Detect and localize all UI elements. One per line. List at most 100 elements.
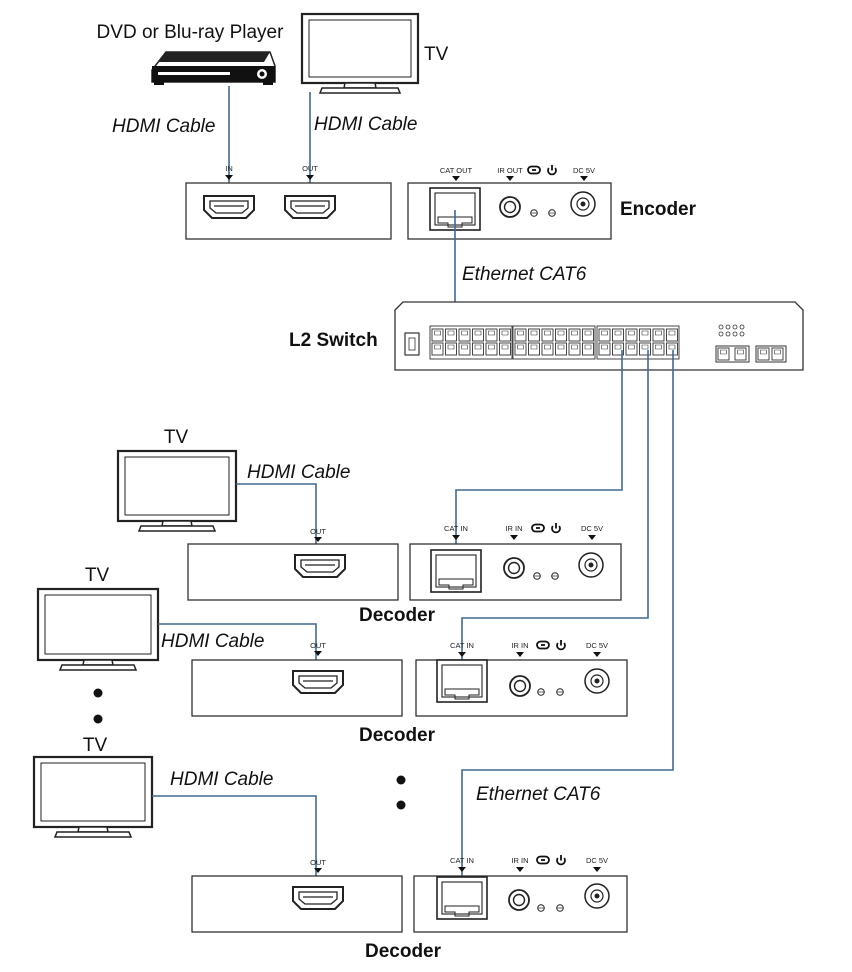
encoder-label: Encoder xyxy=(620,199,697,220)
switch-port xyxy=(499,328,511,342)
switch-port xyxy=(499,342,511,356)
dc-jack xyxy=(584,668,610,694)
decoder-hdmi-panel: OUT xyxy=(187,527,399,601)
switch-port xyxy=(528,342,540,356)
switch-port xyxy=(639,342,651,356)
switch-port xyxy=(445,328,457,342)
port-label-dc: DC 5V xyxy=(586,856,608,865)
ethernet-label: Ethernet CAT6 xyxy=(462,264,587,285)
hdmi-out-port xyxy=(292,670,344,694)
dvd-player-icon xyxy=(151,51,276,85)
ethernet-cable xyxy=(461,350,674,902)
link-icon xyxy=(536,640,550,650)
switch-port-group xyxy=(429,325,513,360)
port-label-dc: DC 5V xyxy=(573,166,595,175)
port-label-cat-in: CAT IN xyxy=(450,641,474,650)
switch-port xyxy=(555,328,567,342)
switch-port xyxy=(458,342,471,356)
switch-port xyxy=(431,328,444,342)
decoder-hdmi-panel: OUT xyxy=(191,641,403,717)
ethernet-cable xyxy=(461,350,649,682)
switch-port xyxy=(612,328,624,342)
hdmi-cable xyxy=(236,483,317,560)
switch-port-group xyxy=(596,325,680,360)
ethernet-label: Ethernet CAT6 xyxy=(476,784,601,805)
switch-port-group xyxy=(512,325,596,360)
dc-jack xyxy=(584,883,610,909)
port-label-cat-out: CAT OUT xyxy=(440,166,473,175)
port-label-ir-in: IR IN xyxy=(505,524,522,533)
led-indicator xyxy=(537,904,545,912)
switch-label: L2 Switch xyxy=(289,330,378,351)
dc-jack xyxy=(578,552,604,578)
power-icon xyxy=(547,164,557,176)
port-label-cat-in: CAT IN xyxy=(450,856,474,865)
port-label-out: OUT xyxy=(310,858,326,867)
switch-port xyxy=(582,342,594,356)
port-label-dc: DC 5V xyxy=(581,524,603,533)
switch-port xyxy=(431,342,444,356)
hdmi-cable-label: HDMI Cable xyxy=(161,631,264,652)
port-label-ir-in: IR IN xyxy=(511,856,528,865)
switch-port xyxy=(568,328,581,342)
tv-icon xyxy=(36,587,160,671)
l2-switch xyxy=(394,301,804,371)
port-label-cat-in: CAT IN xyxy=(444,524,468,533)
decoder-cat-panel: CAT IN IR IN DC 5V xyxy=(413,854,628,933)
power-icon xyxy=(556,639,566,651)
hdmi-cable xyxy=(152,795,317,895)
switch-port xyxy=(598,328,611,342)
switch-port xyxy=(445,342,457,356)
ir-in-jack xyxy=(508,889,530,911)
tv-icon xyxy=(300,12,420,94)
tv-label: TV xyxy=(164,427,189,448)
switch-port xyxy=(485,328,498,342)
switch-port xyxy=(514,328,527,342)
decoder-cat-panel: CAT IN IR IN DC 5V xyxy=(409,522,622,601)
port-label-ir-out: IR OUT xyxy=(497,166,523,175)
switch-port xyxy=(528,328,540,342)
switch-port xyxy=(598,342,611,356)
decoder-cat-panel: CAT IN IR IN DC 5V xyxy=(415,639,628,717)
switch-port xyxy=(485,342,498,356)
led-indicator xyxy=(530,209,538,217)
ellipsis-dots xyxy=(93,688,406,810)
tv-label: TV xyxy=(83,735,108,756)
port-label-out: OUT xyxy=(310,641,326,650)
switch-port xyxy=(541,328,554,342)
switch-port xyxy=(458,328,471,342)
tv-label: TV xyxy=(424,44,449,65)
switch-port xyxy=(514,342,527,356)
hdmi-cable-label: HDMI Cable xyxy=(314,114,417,135)
cat-in-port xyxy=(430,549,482,593)
switch-port xyxy=(652,328,665,342)
switch-leds xyxy=(718,324,745,337)
cat-in-port xyxy=(436,876,488,920)
hdmi-cable-label: HDMI Cable xyxy=(170,769,273,790)
led-indicator xyxy=(551,572,559,580)
ethernet-cable xyxy=(455,350,623,575)
led-indicator xyxy=(548,209,556,217)
switch-port xyxy=(568,342,581,356)
led-indicator xyxy=(537,688,545,696)
switch-port xyxy=(639,328,651,342)
switch-port xyxy=(625,328,638,342)
led-indicator xyxy=(556,688,564,696)
port-label-out: OUT xyxy=(302,164,318,173)
port-label-out: OUT xyxy=(310,527,326,536)
tv-label: TV xyxy=(85,565,110,586)
encoder-cat-panel: CAT OUT IR OUT DC 5V xyxy=(407,164,612,240)
port-label-dc: DC 5V xyxy=(586,641,608,650)
cat-in-port xyxy=(436,659,488,703)
ir-out-jack xyxy=(499,196,521,218)
port-label-ir-in: IR IN xyxy=(511,641,528,650)
link-icon xyxy=(531,523,545,533)
hdmi-out-port xyxy=(284,195,336,219)
switch-port xyxy=(652,342,665,356)
port-label-in: IN xyxy=(225,164,233,173)
encoder-hdmi-panel: IN OUT xyxy=(185,164,392,240)
led-indicator xyxy=(556,904,564,912)
decoder-hdmi-panel: OUT xyxy=(191,858,403,933)
switch-port xyxy=(582,328,594,342)
